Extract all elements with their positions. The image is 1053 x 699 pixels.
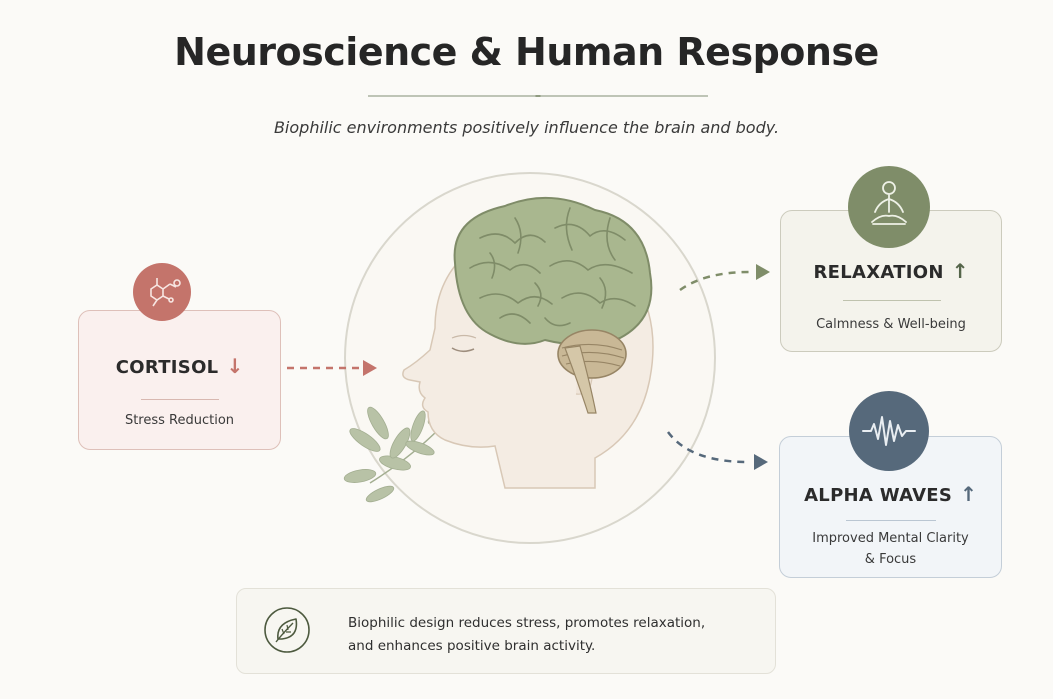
head-brain-illustration [343, 172, 716, 544]
leaf-icon [262, 605, 312, 655]
summary-line-2: and enhances positive brain activity. [348, 638, 596, 654]
summary-text: Biophilic design reduces stress, promote… [348, 612, 768, 658]
arrow-cortisol-to-brain [287, 360, 377, 376]
alpha-divider [846, 520, 936, 521]
relaxation-label: RELAXATION [813, 262, 944, 283]
page-subtitle: Biophilic environments positively influe… [273, 118, 780, 137]
summary-line-1: Biophilic design reduces stress, promote… [348, 615, 706, 631]
up-arrow-icon: ↑ [960, 482, 977, 506]
page-title: Neuroscience & Human Response [174, 30, 879, 74]
cortisol-divider [141, 399, 219, 400]
cortisol-label: CORTISOL [115, 357, 219, 378]
molecule-icon [133, 263, 191, 321]
title-divider [368, 95, 708, 97]
summary-box [236, 588, 776, 674]
arrow-brain-to-alpha [666, 431, 768, 470]
down-arrow-icon: ↓ [226, 354, 244, 378]
meditation-icon [848, 166, 930, 248]
alpha-waves-label: ALPHA WAVES [804, 485, 953, 506]
brain-wave-icon [849, 391, 929, 471]
brain [453, 197, 653, 414]
up-arrow-icon: ↑ [951, 259, 969, 283]
cortisol-description: Stress Reduction [124, 413, 235, 428]
arrow-brain-to-relaxation [679, 264, 770, 292]
relaxation-divider [843, 300, 941, 301]
cortisol-card: CORTISOL ↓ Stress Reduction [78, 310, 281, 450]
alpha-description-line1: Improved Mental Clarity [812, 531, 969, 546]
relaxation-description: Calmness & Well-being [816, 317, 966, 332]
alpha-description-line2: & Focus [864, 552, 917, 567]
